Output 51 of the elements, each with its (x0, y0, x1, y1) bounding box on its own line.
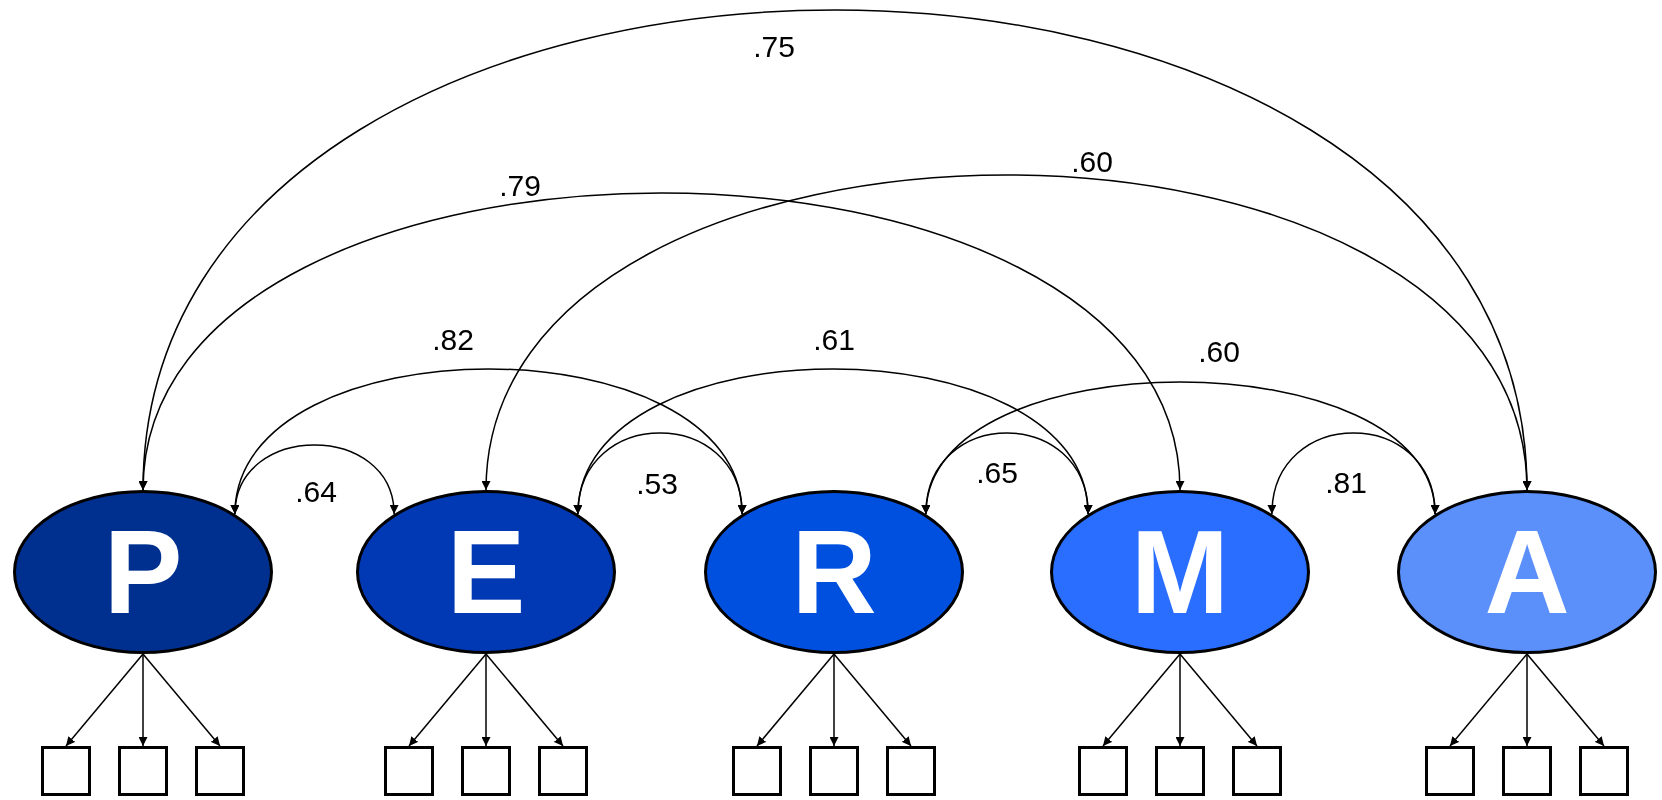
factor-letter: P (103, 513, 183, 631)
edge-label: .79 (499, 171, 541, 201)
edge-label: .64 (295, 477, 337, 507)
indicator-box (461, 746, 511, 796)
loading-arrow (65, 653, 144, 747)
edge-label: .60 (1071, 147, 1113, 177)
loading-arrow (1179, 653, 1258, 747)
edge-label: .60 (1198, 337, 1240, 367)
edge-label: .53 (636, 469, 678, 499)
loading-arrow (1175, 653, 1185, 747)
factor-letter: E (446, 513, 526, 631)
indicator-box (1155, 746, 1205, 796)
loading-arrow (833, 653, 912, 747)
correlation-arrow (922, 432, 1092, 515)
indicator-box (732, 746, 782, 796)
correlation-arrow (574, 432, 746, 515)
loading-arrow (485, 653, 564, 747)
indicator-box (1579, 746, 1629, 796)
indicator-box (1502, 746, 1552, 796)
indicator-box (1078, 746, 1128, 796)
loading-arrow (138, 653, 148, 747)
loading-arrow (829, 653, 839, 747)
edge-label: .75 (753, 32, 795, 62)
loading-arrow (481, 653, 491, 747)
indicator-box (384, 746, 434, 796)
indicator-box (41, 746, 91, 796)
indicator-box (118, 746, 168, 796)
correlation-arrow (231, 444, 398, 515)
edge-label: .82 (432, 325, 474, 355)
indicator-box (195, 746, 245, 796)
edge-label: .65 (976, 458, 1018, 488)
edge-label: .81 (1325, 468, 1367, 498)
loading-arrow (1522, 653, 1532, 747)
correlation-arrow (1268, 432, 1439, 515)
loading-arrow (1526, 653, 1605, 747)
factor-letter: A (1484, 513, 1570, 631)
loading-arrow (1449, 653, 1528, 747)
loading-arrow (142, 653, 221, 747)
indicator-box (538, 746, 588, 796)
loading-arrow (408, 653, 487, 747)
factor-letter: R (791, 513, 877, 631)
factor-letter: M (1130, 513, 1230, 631)
loading-arrow (1102, 653, 1181, 747)
indicator-box (1232, 746, 1282, 796)
indicator-box (1425, 746, 1475, 796)
correlation-arrow (483, 174, 1530, 491)
indicator-box (886, 746, 936, 796)
correlation-arrow (140, 192, 1183, 491)
loading-arrow (756, 653, 835, 747)
edge-label: .61 (813, 325, 855, 355)
indicator-box (809, 746, 859, 796)
